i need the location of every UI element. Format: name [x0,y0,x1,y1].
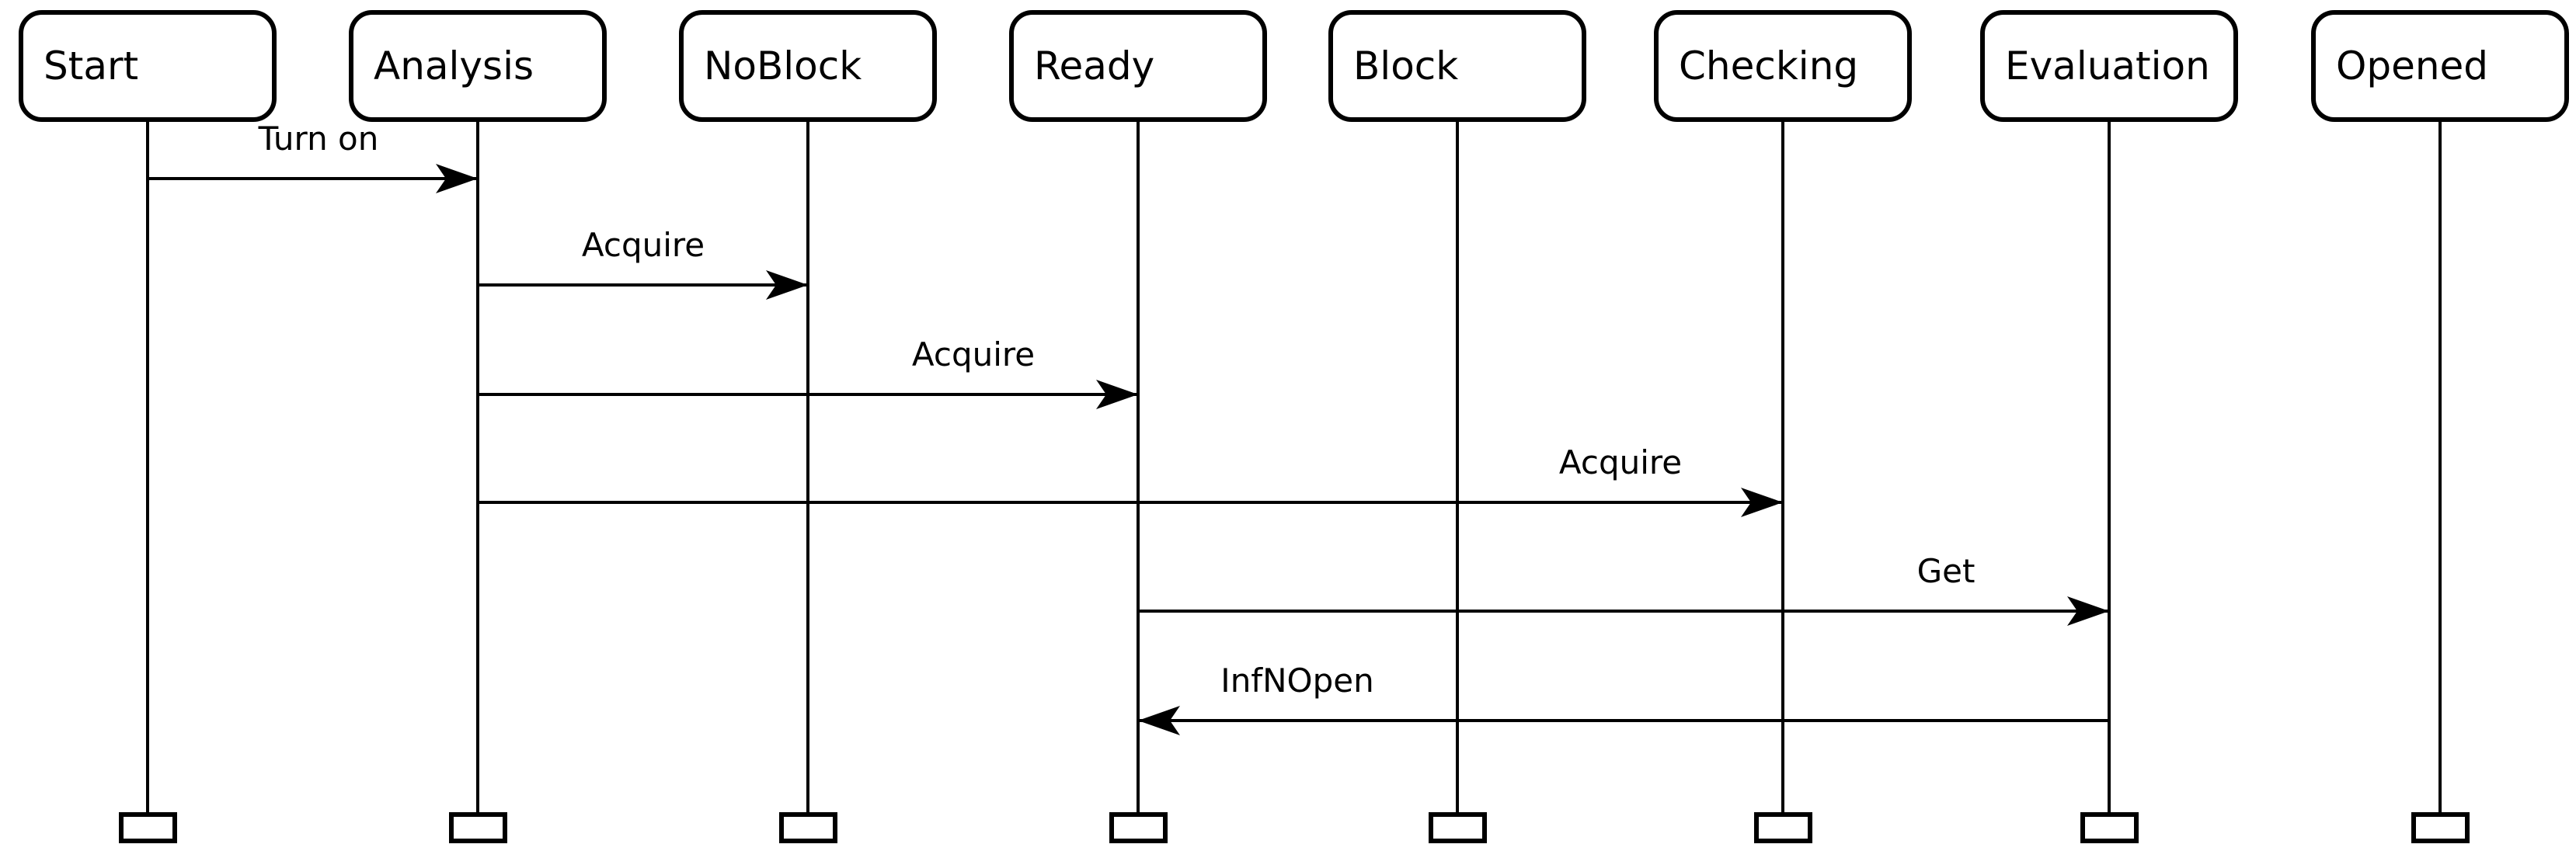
lifeline-end-start [118,812,177,843]
arrowhead-icon [766,270,808,300]
message-line-acquire [478,283,808,287]
lifeline-evaluation [2108,120,2111,812]
message-label: Acquire [581,226,705,264]
lifeline-end-evaluation [2080,812,2139,843]
message-label: Acquire [911,335,1036,373]
lifeline-end-opened [2411,812,2470,843]
lifeline-opened [2438,120,2442,812]
participant-label: Analysis [374,43,534,89]
message-label: Turn on [258,120,379,158]
participant-label: Evaluation [2005,43,2210,89]
lifeline-analysis [476,120,479,812]
message-line-acquire [478,393,1138,396]
message-label: Get [1916,552,1976,590]
message-line-infnopen [1138,719,2109,722]
arrowhead-icon [436,164,478,193]
participant-label: Checking [1679,43,1859,89]
message-line-get [1138,610,2109,613]
lifeline-end-ready [1109,812,1168,843]
participant-label: Opened [2336,43,2489,89]
lifeline-end-noblock [778,812,837,843]
participant-box-checking: Checking [1654,10,1912,122]
arrowhead-icon [1138,706,1180,735]
participant-box-noblock: NoBlock [679,10,937,122]
arrowhead-icon [1096,380,1138,409]
message-label: InfNOpen [1220,662,1374,700]
participant-box-start: Start [19,10,277,122]
lifeline-block [1456,120,1459,812]
participant-box-opened: Opened [2311,10,2569,122]
lifeline-end-block [1428,812,1487,843]
arrowhead-icon [2067,596,2109,626]
message-label: Acquire [1558,443,1683,481]
arrowhead-icon [1741,488,1783,517]
lifeline-start [146,120,149,812]
message-line-acquire [478,501,1783,504]
lifeline-end-checking [1753,812,1812,843]
participant-box-analysis: Analysis [349,10,607,122]
lifeline-noblock [806,120,809,812]
lifeline-ready [1137,120,1140,812]
participant-label: Ready [1034,43,1155,89]
participant-box-block: Block [1328,10,1586,122]
participant-label: NoBlock [704,43,862,89]
participant-box-ready: Ready [1009,10,1267,122]
lifeline-end-analysis [448,812,507,843]
message-line-turn-on [148,177,478,180]
participant-box-evaluation: Evaluation [1980,10,2238,122]
participant-label: Block [1353,43,1459,89]
lifeline-checking [1781,120,1784,812]
participant-label: Start [44,43,139,89]
